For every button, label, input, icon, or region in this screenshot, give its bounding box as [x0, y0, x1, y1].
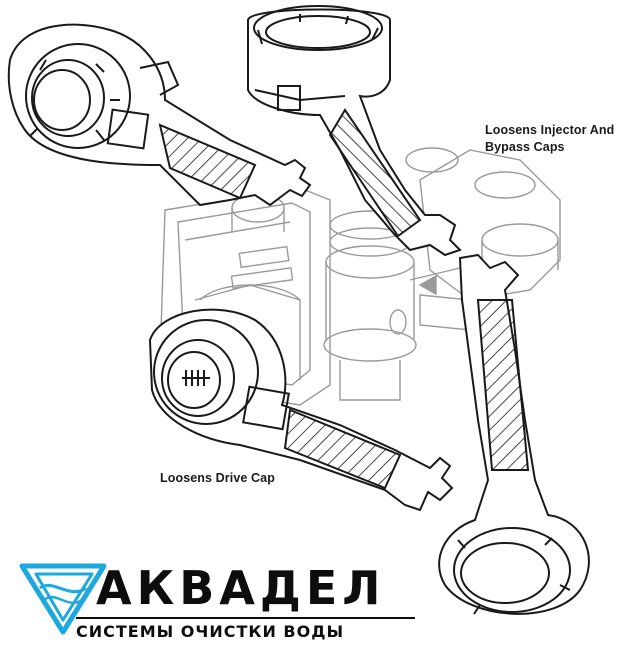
akvadel-logo-mark	[19, 563, 107, 635]
logo-tagline: СИСТЕМЫ ОЧИСТКИ ВОДЫ	[76, 622, 345, 641]
logo-wordmark: АКВАДЕЛ	[96, 561, 386, 615]
wrench-right	[438, 253, 590, 615]
callout-drive-cap: Loosens Drive Cap	[160, 471, 275, 485]
wrench-upper-left	[7, 23, 312, 207]
callout-injector-bypass: Loosens Injector And Bypass Caps	[485, 123, 615, 154]
wrench-drive	[148, 308, 454, 512]
wrench-top	[247, 5, 462, 257]
valve-body	[159, 147, 561, 406]
